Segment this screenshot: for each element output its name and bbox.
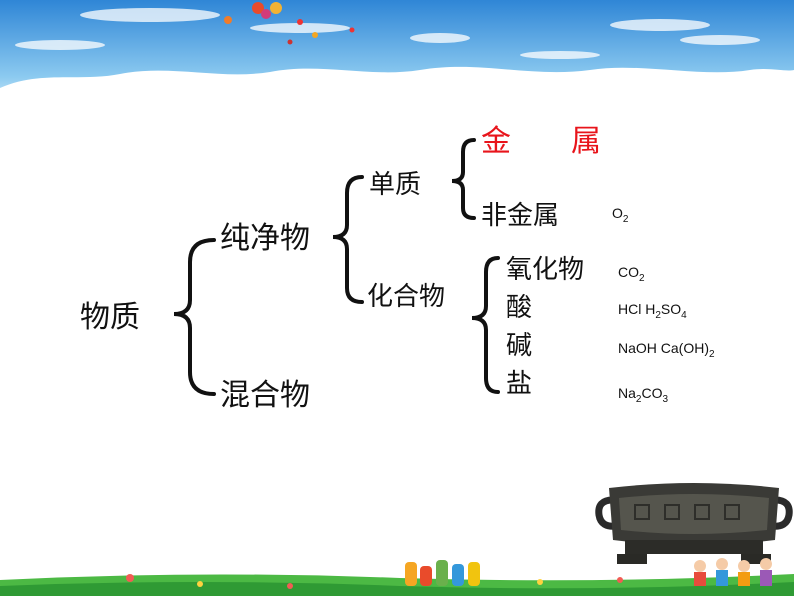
nonmetal-example-formula: O2 [612, 205, 629, 225]
brace-pure [332, 175, 364, 304]
formula-subscript: 2 [635, 394, 642, 405]
formula-text: HCl H [618, 301, 656, 317]
grass-strip [0, 558, 794, 596]
oxide-label: 氧化物 [506, 255, 585, 285]
flowers [126, 574, 623, 589]
element-label: 单质 [369, 170, 422, 200]
sky-banner [0, 0, 794, 110]
nonmetal-label: 非金属 [481, 201, 560, 231]
salt-label: 盐 [506, 369, 533, 399]
brace-element [451, 138, 476, 220]
acid-example-formula: HCl H2SO4 [618, 302, 687, 321]
compound-label: 化合物 [367, 282, 446, 312]
acid-label: 酸 [506, 293, 533, 323]
formula-text: CO [641, 385, 663, 401]
mixture-label: 混合物 [220, 378, 310, 413]
sky-illustration [0, 0, 794, 110]
formula-subscript: 2 [655, 310, 661, 321]
brace-root [173, 238, 216, 396]
bronze-vessel-image [595, 483, 793, 564]
cartoon-animals [405, 560, 480, 586]
base-example-formula: NaOH Ca(OH)2 [618, 341, 715, 360]
root-label: 物质 [80, 300, 140, 335]
cartoon-children [694, 558, 772, 586]
formula-subscript: 3 [662, 394, 669, 405]
formula-text: Na [618, 385, 636, 401]
formula-text: SO [660, 301, 682, 317]
hot-air-balloons [224, 2, 355, 45]
formula-text: CO [618, 264, 639, 280]
oxide-example-formula: CO2 [618, 265, 645, 284]
formula-subscript: 2 [639, 273, 645, 284]
formula-text: NaOH Ca(OH) [618, 340, 710, 356]
formula-subscript: 4 [681, 310, 687, 321]
metal-label: 金 属 [481, 124, 601, 159]
brace-compound [471, 256, 500, 394]
salt-example-formula: Na2CO3 [618, 386, 668, 405]
pure-substance-label: 纯净物 [220, 221, 310, 256]
formula-subscript: 2 [709, 349, 715, 360]
base-label: 碱 [506, 331, 533, 361]
